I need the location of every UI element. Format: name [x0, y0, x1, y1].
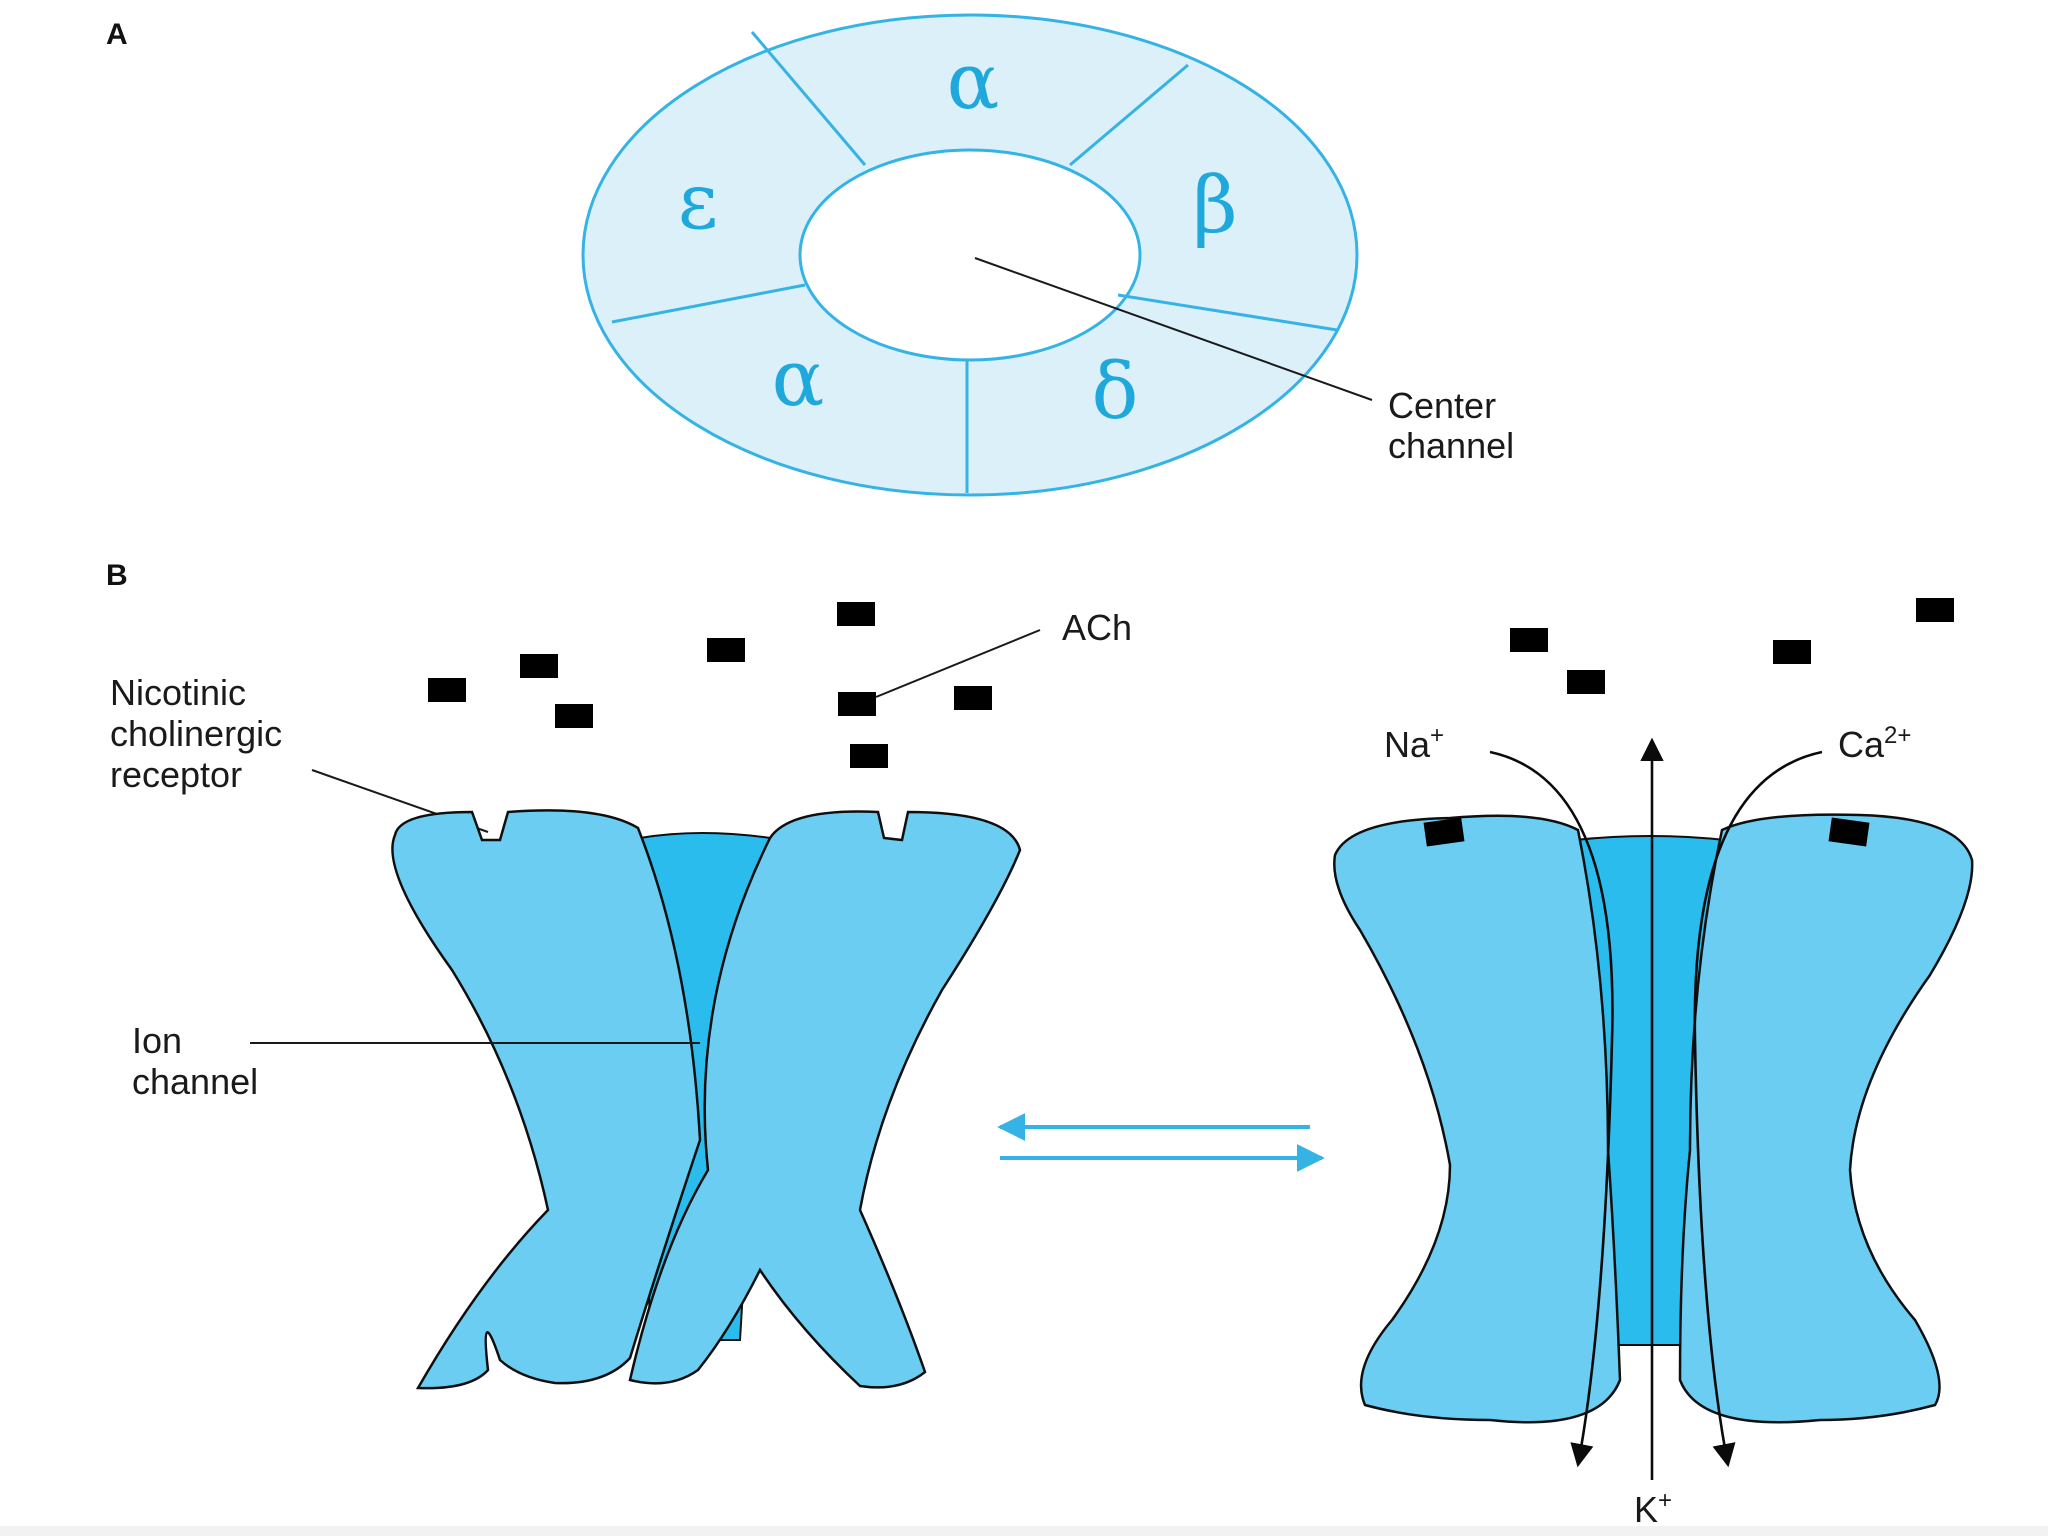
panel-b: B ACh Nicotinic cholinergic receptor [106, 559, 1974, 1530]
ion-flow [1489, 737, 1823, 1480]
receptor-label-2: cholinergic [110, 713, 282, 754]
receptor-label-1: Nicotinic [110, 672, 246, 713]
subunit-alpha-bottom: α [772, 334, 825, 424]
center-channel-leader [974, 257, 1373, 401]
ring-divider-3 [1117, 293, 1338, 332]
ach-molecule [707, 638, 745, 662]
ach-molecule [555, 704, 593, 728]
panel-a-label: A [106, 18, 128, 51]
ca-influx-arrow [1693, 750, 1823, 1468]
ach-molecule [954, 686, 992, 710]
na-influx-arrow [1489, 750, 1614, 1468]
bottom-edge-bar [0, 1526, 2048, 1536]
ach-label: ACh [1062, 607, 1132, 648]
ring-divider-5 [611, 283, 806, 324]
center-channel-label-1: Center [1388, 385, 1496, 426]
receptor-label-3: receptor [110, 754, 242, 795]
ring-divider-1 [750, 31, 867, 166]
subunit-beta: β [1192, 161, 1237, 251]
equilibrium-arrows [997, 1113, 1325, 1172]
ach-molecule [1773, 640, 1811, 664]
ca-ion-label: Ca2+ [1838, 722, 1911, 765]
closed-right-subunit [628, 810, 1022, 1389]
ach-molecule [1916, 598, 1954, 622]
open-left-subunit [1333, 814, 1622, 1424]
na-ion-label: Na+ [1384, 722, 1444, 765]
center-channel-label-2: channel [1388, 425, 1514, 466]
ach-molecules-right [1510, 598, 1954, 694]
closed-channel [250, 809, 1022, 1390]
ach-molecule [520, 654, 558, 678]
subunit-delta: δ [1092, 347, 1139, 437]
ach-molecule [838, 692, 876, 716]
ion-channel-label-2: channel [132, 1061, 258, 1102]
ach-molecule [850, 744, 888, 768]
receptor-ring: α β δ α ε [581, 13, 1359, 497]
panel-b-label: B [106, 559, 128, 592]
center-channel-hole [798, 148, 1142, 362]
panel-a: A α β δ α ε Center channel [106, 13, 1514, 497]
ach-molecule [1567, 670, 1605, 694]
subunit-alpha-top: α [947, 37, 1000, 127]
open-right-subunit [1678, 813, 1974, 1424]
bound-ach-left [1423, 817, 1465, 847]
bound-ach-right [1828, 817, 1870, 847]
ach-molecule [1510, 628, 1548, 652]
subunit-epsilon: ε [678, 157, 718, 247]
ach-molecule [837, 602, 875, 626]
ach-leader [875, 629, 1041, 698]
closed-left-subunit [391, 809, 702, 1390]
ion-channel-label-1: Ion [132, 1020, 182, 1061]
open-channel [1333, 813, 1974, 1424]
k-ion-label: K+ [1634, 1487, 1672, 1530]
ring-divider-2 [1069, 63, 1189, 167]
ach-molecule [428, 678, 466, 702]
ach-molecules-left [428, 602, 992, 768]
